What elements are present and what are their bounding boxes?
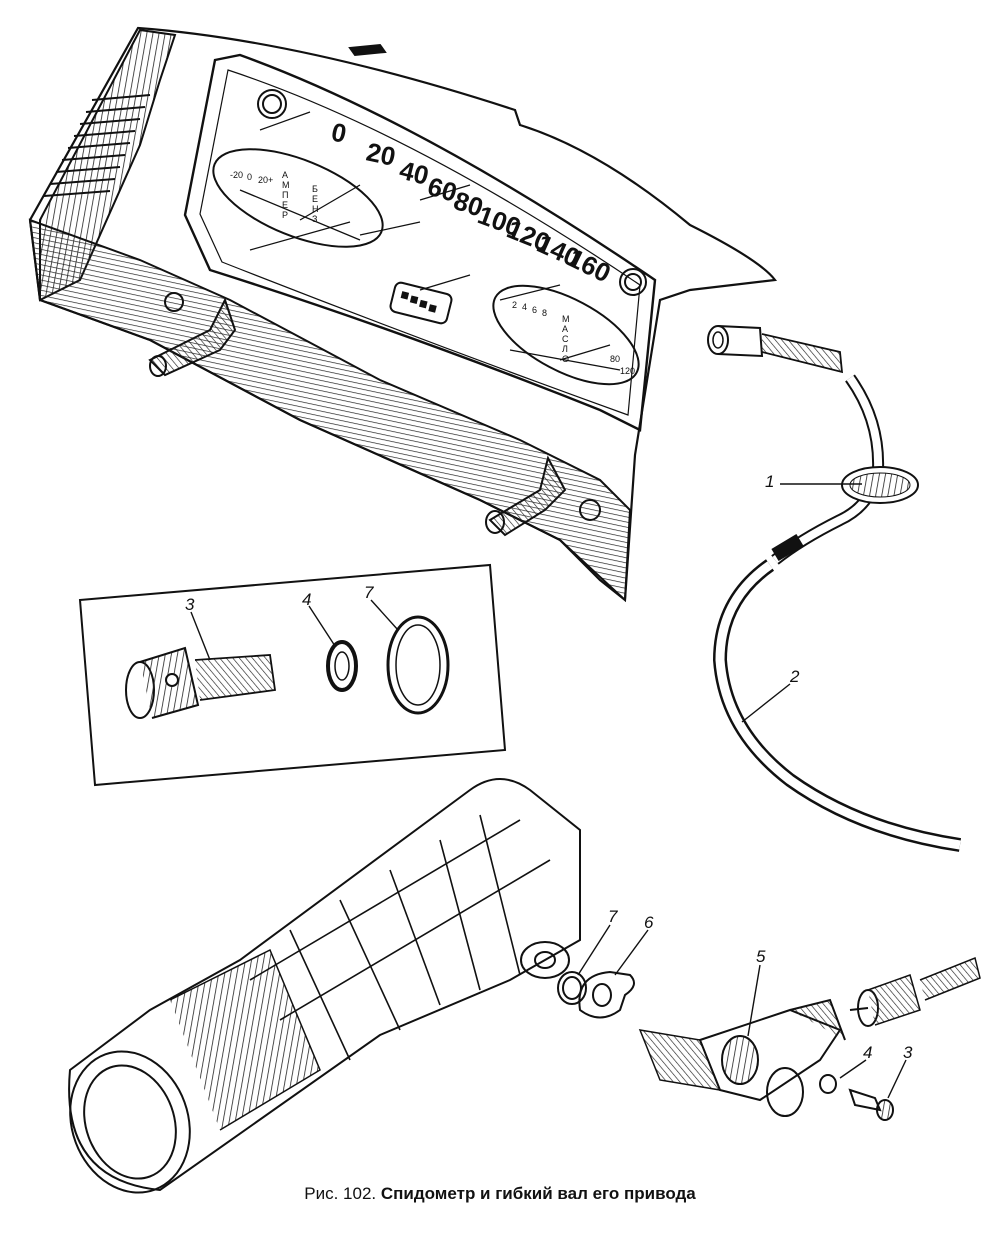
right-dial-value-4: 8 bbox=[542, 308, 547, 318]
bolt-lower bbox=[848, 1088, 894, 1121]
left-dial-letter-3: П bbox=[282, 190, 288, 200]
gasket-6 bbox=[578, 970, 635, 1019]
label-3-inset: 3 bbox=[185, 595, 195, 614]
caption-title: Спидометр и гибкий вал его привода bbox=[380, 1184, 696, 1203]
right-dial-letter-3: С bbox=[562, 334, 569, 344]
figure-caption: Рис. 102. Спидометр и гибкий вал его при… bbox=[0, 1184, 1000, 1204]
cable-top-connector bbox=[707, 325, 844, 374]
label-2: 2 bbox=[789, 667, 800, 686]
inset-lock-washer bbox=[326, 640, 358, 692]
right-dial-value-3: 6 bbox=[532, 305, 537, 315]
right-dial-value-5: 80 bbox=[610, 354, 620, 364]
label-4-lower: 4 bbox=[863, 1043, 872, 1062]
scale-40: 40 bbox=[397, 155, 432, 191]
scale-0: 0 bbox=[329, 117, 349, 149]
right-dial-value-1: 2 bbox=[512, 300, 517, 310]
right-dial-text: 2 4 6 8 М А С Л О 80 120 bbox=[512, 300, 635, 376]
washer-lower bbox=[819, 1074, 837, 1094]
label-7-lower: 7 bbox=[608, 907, 618, 926]
left-dial-letter-5: Р bbox=[282, 210, 288, 220]
fuel-letter-2: Е bbox=[312, 194, 318, 204]
fuel-letter-3: Н bbox=[312, 204, 319, 214]
gearbox-extension bbox=[68, 778, 581, 1194]
fuel-letter-1: Б bbox=[312, 184, 318, 194]
left-dial-value-1: -20 bbox=[230, 170, 243, 180]
left-dial-letter-2: М bbox=[282, 180, 290, 190]
right-dial-letter-2: А bbox=[562, 324, 568, 334]
right-dial-letter-5: О bbox=[562, 354, 569, 364]
right-dial-value-2: 4 bbox=[522, 302, 527, 312]
parts-inset bbox=[78, 563, 507, 787]
inset-seal-ring bbox=[386, 615, 450, 715]
left-dial-value-2: 0 bbox=[247, 172, 252, 182]
drive-housing bbox=[638, 998, 846, 1117]
label-6: 6 bbox=[644, 913, 654, 932]
scale-20: 20 bbox=[364, 137, 399, 172]
label-3-lower: 3 bbox=[903, 1043, 913, 1062]
right-dial-value-6: 120 bbox=[620, 366, 635, 376]
label-7-inset: 7 bbox=[364, 583, 374, 602]
caption-prefix: Рис. 102. bbox=[304, 1184, 377, 1203]
cable-lower-connector bbox=[849, 956, 981, 1027]
leader-lines bbox=[190, 483, 907, 1099]
flexible-cable bbox=[707, 325, 962, 852]
label-4-inset: 4 bbox=[302, 590, 311, 609]
right-dial-letter-1: М bbox=[562, 314, 570, 324]
left-dial-letter-1: А bbox=[282, 170, 288, 180]
instrument-panel bbox=[28, 26, 778, 603]
left-dial-text: -20 0 20+ А М П Е Р Б Е Н З bbox=[230, 170, 319, 224]
left-dial-value-3: 20+ bbox=[258, 175, 273, 185]
label-1: 1 bbox=[765, 472, 774, 491]
left-dial-letter-4: Е bbox=[282, 200, 288, 210]
label-5: 5 bbox=[756, 947, 766, 966]
fuel-letter-4: З bbox=[312, 214, 317, 224]
inset-bolt bbox=[125, 646, 277, 719]
right-dial-letter-4: Л bbox=[562, 344, 568, 354]
